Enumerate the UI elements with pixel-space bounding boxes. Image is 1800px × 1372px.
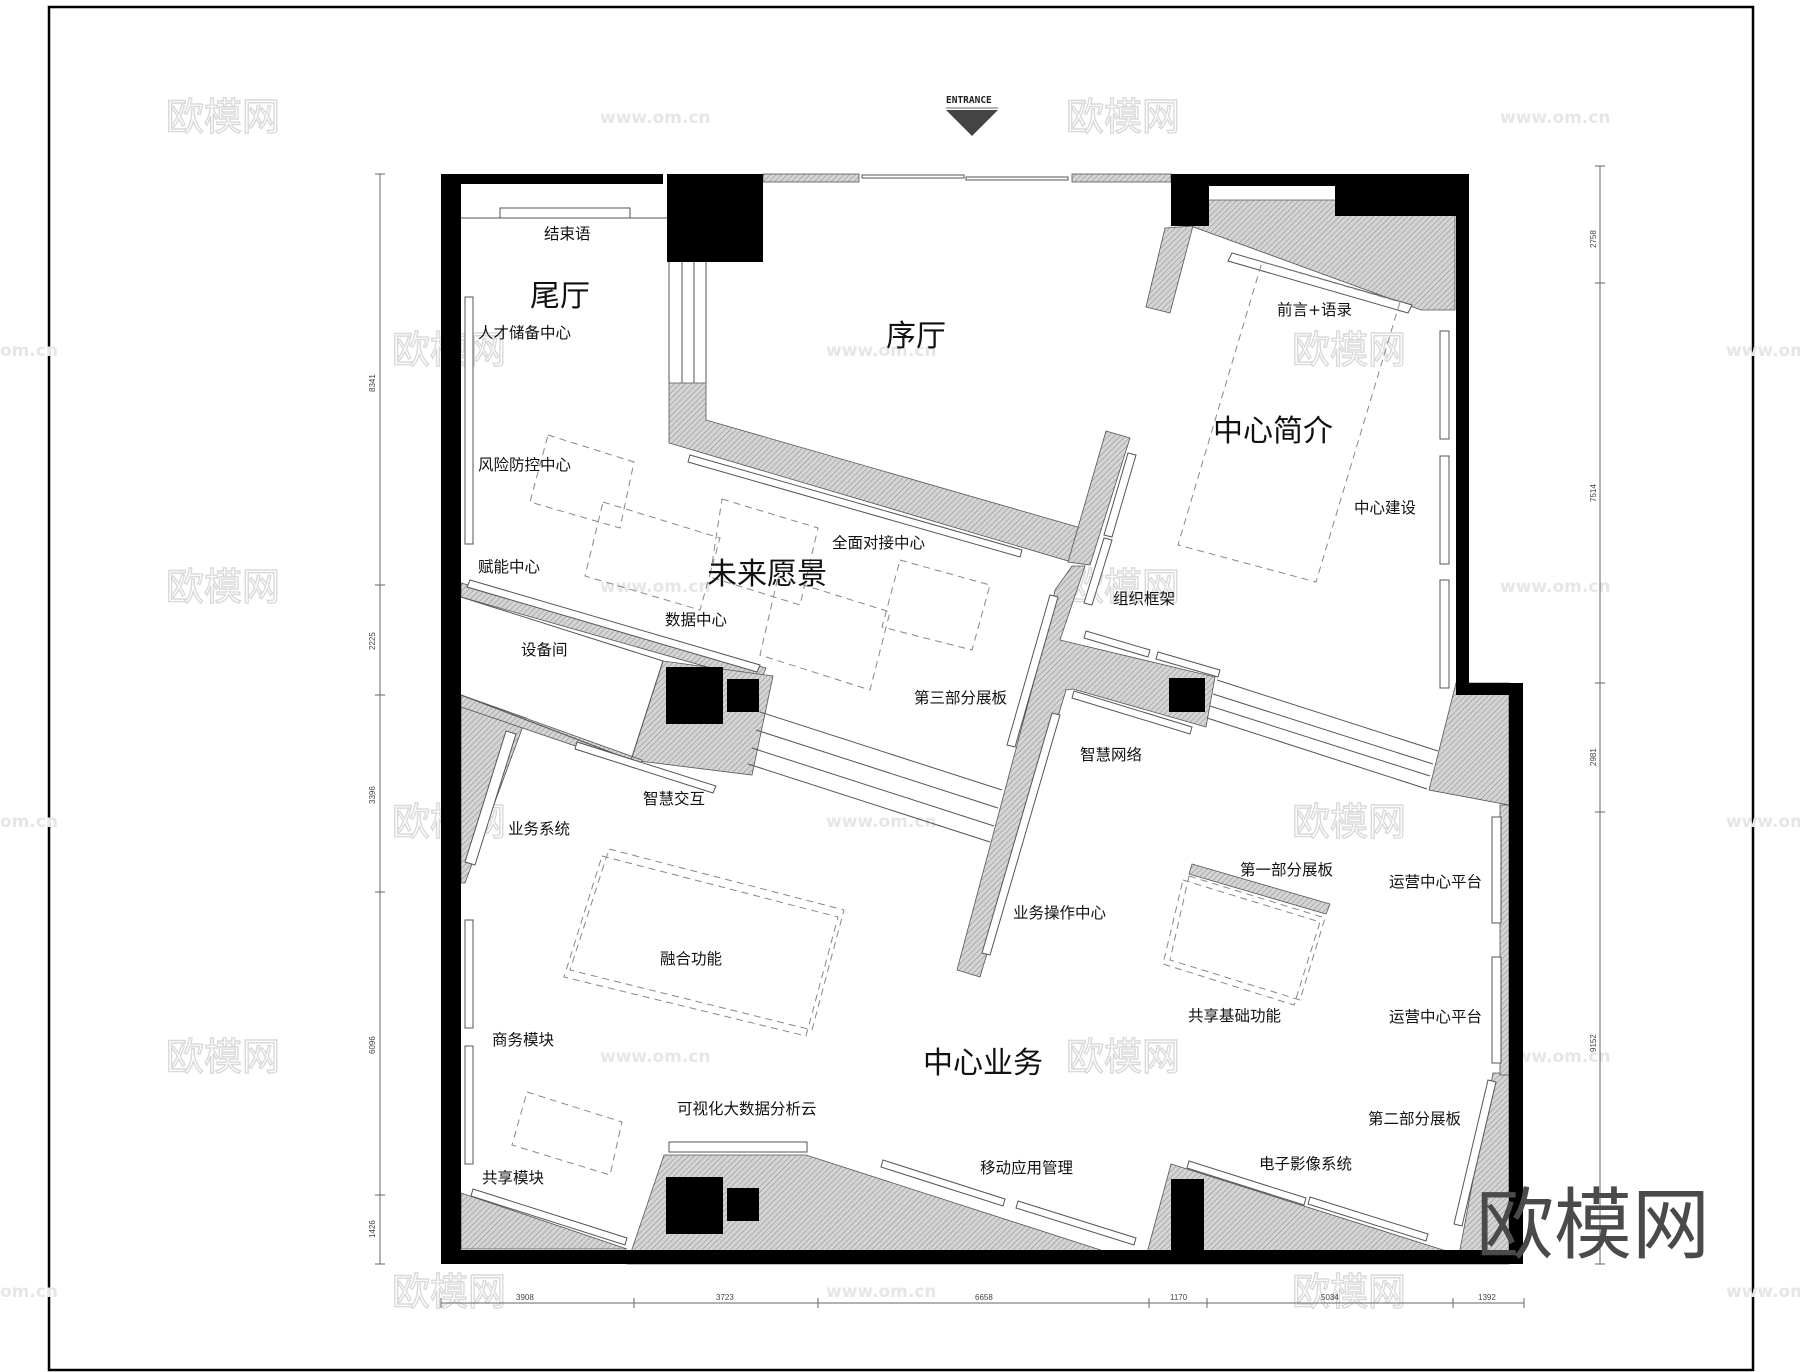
linework	[460, 174, 1502, 1246]
watermark-url: om.cn	[0, 812, 58, 832]
dim-left-4: 6096	[368, 1036, 377, 1054]
watermark-url: www.om.cn	[1726, 812, 1800, 832]
label-commerce-module: 商务模块	[492, 1031, 554, 1049]
watermark-brand: 欧模网	[1292, 800, 1406, 844]
watermark-url: www.om.cn	[1500, 108, 1611, 128]
zone-tail-hall: 尾厅	[530, 279, 590, 314]
label-business-ops-center: 业务操作中心	[1013, 904, 1106, 922]
dimension-lines	[375, 165, 1605, 1308]
watermark-url: www.om.cn	[1726, 341, 1800, 361]
dim-right-4: 9152	[1589, 1034, 1598, 1052]
watermark-brand: 欧模网	[1066, 95, 1180, 139]
dim-right-2: 7514	[1589, 484, 1598, 502]
label-shared-basic-function: 共享基础功能	[1188, 1007, 1281, 1025]
dim-bottom-5: 5034	[1321, 1293, 1339, 1302]
zone-prelude-hall: 序厅	[886, 319, 946, 354]
dim-bottom-4: 1170	[1170, 1293, 1188, 1302]
watermark-url: www.om.cn	[826, 1282, 937, 1302]
dim-left-5: 1426	[368, 1220, 377, 1238]
label-shared-module: 共享模块	[482, 1169, 544, 1187]
watermark-brand: 欧模网	[166, 565, 280, 609]
dim-bottom-3: 6658	[975, 1293, 993, 1302]
label-mobile-app-mgmt: 移动应用管理	[980, 1158, 1073, 1177]
label-part3-panel: 第三部分展板	[914, 689, 1007, 707]
dim-right-1: 2758	[1589, 230, 1598, 248]
watermark-brand: 欧模网	[1292, 1270, 1406, 1314]
watermark-url: www.om.cn	[600, 1047, 711, 1067]
zone-future-vision: 未来愿景	[707, 557, 827, 592]
sheet-frame	[47, 5, 1755, 1372]
watermark-brand-large: 欧模网	[1476, 1181, 1710, 1271]
walls	[441, 174, 1523, 1264]
label-ops-platform-1: 运营中心平台	[1389, 873, 1482, 891]
watermark-brand: 欧模网	[166, 95, 280, 139]
watermark-url: om.cn	[0, 341, 58, 361]
label-talent-reserve-center: 人才储备中心	[478, 324, 571, 342]
watermark-brand: 欧模网	[392, 1270, 506, 1314]
label-fusion-function: 融合功能	[660, 950, 722, 968]
label-org-structure: 组织框架	[1113, 590, 1175, 608]
zone-center-business: 中心业务	[923, 1046, 1043, 1081]
entrance-arrow-icon	[946, 110, 998, 136]
display-footprints	[511, 261, 1401, 1176]
label-ops-platform-2: 运营中心平台	[1389, 1008, 1482, 1026]
label-full-docking-center: 全面对接中心	[832, 534, 925, 552]
zone-center-intro: 中心简介	[1213, 414, 1333, 449]
label-data-center: 数据中心	[665, 611, 727, 629]
watermark-layer: 欧模网 www.om.cn 欧模网 www.om.cn om.cn 欧模网 ww…	[0, 94, 1800, 1314]
dimension-values: 8341 2225 3396 6096 1426 2758 7514 2981 …	[368, 230, 1598, 1302]
dim-bottom-6: 1392	[1478, 1293, 1496, 1302]
watermark-url: om.cn	[0, 1282, 58, 1302]
label-electronic-imaging: 电子影像系统	[1259, 1155, 1352, 1173]
watermark-brand: 欧模网	[1292, 328, 1406, 372]
label-closing-words: 结束语	[544, 225, 591, 243]
label-equipment-room: 设备间	[521, 641, 568, 659]
watermark-url: www.om.cn	[1500, 577, 1611, 597]
dim-left-1: 8341	[368, 374, 377, 392]
label-smart-network: 智慧网络	[1080, 746, 1142, 764]
label-part2-panel: 第二部分展板	[1368, 1110, 1461, 1128]
watermark-brand: 欧模网	[1066, 1035, 1180, 1079]
entrance-label: ENTRANCE	[946, 95, 992, 106]
label-risk-control-center: 风险防控中心	[478, 456, 571, 474]
dim-right-3: 2981	[1589, 748, 1598, 766]
dim-bottom-1: 3908	[516, 1293, 534, 1302]
label-business-system: 业务系统	[508, 820, 570, 838]
watermark-url: www.om.cn	[600, 108, 711, 128]
watermark-url: www.om.cn	[1726, 1282, 1800, 1302]
label-visual-bigdata-cloud: 可视化大数据分析云	[677, 1100, 817, 1118]
watermark-url: www.om.cn	[600, 577, 711, 597]
watermark-url: www.om.cn	[1500, 1047, 1611, 1067]
label-preface-quotes: 前言+语录	[1277, 301, 1352, 319]
watermark-brand: 欧模网	[166, 1035, 280, 1079]
watermark-url: www.om.cn	[826, 341, 937, 361]
dim-left-3: 3396	[368, 786, 377, 804]
zone-titles: 尾厅 序厅 中心简介 未来愿景 中心业务	[530, 279, 1333, 1081]
label-empowerment-center: 赋能中心	[478, 558, 540, 576]
label-smart-interaction: 智慧交互	[643, 790, 705, 808]
watermark-url: www.om.cn	[826, 812, 937, 832]
entrance-marker: ENTRANCE	[946, 95, 998, 136]
label-part1-panel: 第一部分展板	[1240, 861, 1333, 879]
dim-bottom-2: 3723	[716, 1293, 734, 1302]
label-center-construction: 中心建设	[1354, 499, 1416, 517]
dim-left-2: 2225	[368, 632, 377, 650]
exhibit-labels: 结束语 人才储备中心 风险防控中心 赋能中心 数据中心 设备间 全面对接中心 第…	[478, 225, 1482, 1187]
